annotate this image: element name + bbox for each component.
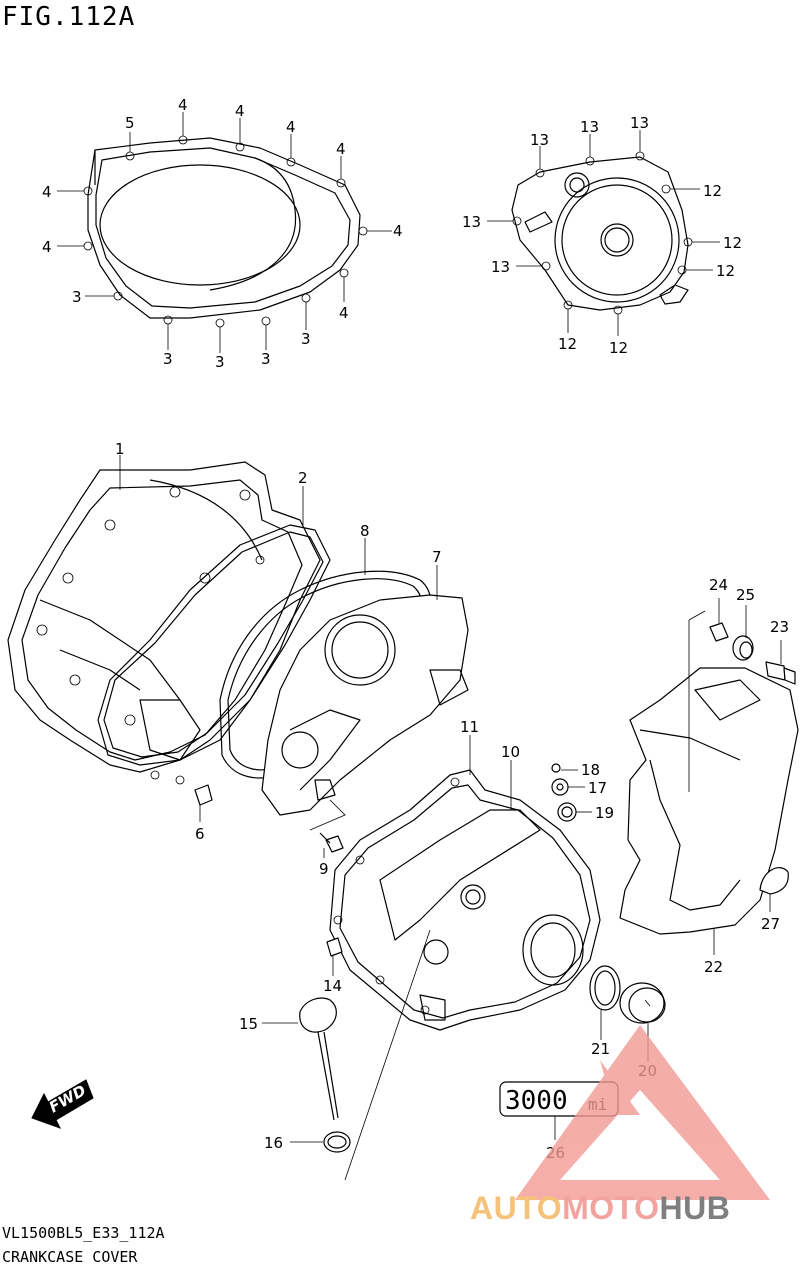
callout-5: 5 — [125, 114, 135, 132]
callout-3d: 3 — [261, 350, 271, 368]
part-20-plug — [619, 982, 666, 1062]
part-14-dowel — [326, 937, 343, 976]
callout-4g: 4 — [42, 183, 52, 201]
watermark-logo-icon — [515, 1025, 770, 1200]
callout-4f: 4 — [339, 304, 349, 322]
callout-2: 2 — [298, 469, 308, 487]
callout-12c: 12 — [716, 262, 735, 280]
callout-3a: 3 — [72, 288, 82, 306]
part-7-inner-panel — [261, 565, 469, 816]
part-16-o-ring — [290, 929, 431, 1181]
odometer-value: 3000 — [505, 1086, 568, 1116]
watermark-text: AUTOMOTOHUB — [470, 1190, 731, 1226]
part-9-bolt — [309, 799, 346, 858]
fwd-arrow-icon: FWD — [31, 1079, 94, 1129]
figure-name: CRANKCASE COVER — [2, 1248, 138, 1266]
callout-15: 15 — [239, 1015, 258, 1033]
callout-8: 8 — [360, 522, 370, 540]
callout-6: 6 — [195, 825, 205, 843]
part-27-cap — [759, 867, 789, 912]
callouts-top-right: 13 13 13 13 13 12 12 12 12 12 — [462, 114, 742, 357]
callout-4d: 4 — [336, 140, 346, 158]
callout-7: 7 — [432, 548, 442, 566]
callout-17: 17 — [588, 779, 607, 797]
callout-12d: 12 — [558, 335, 577, 353]
parts-17-19-fittings — [551, 763, 592, 822]
callout-19: 19 — [595, 804, 614, 822]
figure-title: FIG.112A — [2, 2, 136, 32]
callouts-top-left: 5 4 4 4 4 4 4 4 4 3 3 3 3 3 — [42, 96, 403, 371]
outer-clutch-cover — [57, 112, 392, 353]
callout-23: 23 — [770, 618, 789, 636]
callout-12e: 12 — [609, 339, 628, 357]
callout-9: 9 — [319, 860, 329, 878]
callout-10: 10 — [501, 743, 520, 761]
part-6-dowel — [194, 784, 213, 822]
part-23-bolt — [765, 640, 796, 685]
callout-13a: 13 — [530, 131, 549, 149]
part-2-gasket — [97, 486, 331, 766]
callout-4b: 4 — [235, 102, 245, 120]
callout-11: 11 — [460, 718, 479, 736]
callout-13e: 13 — [491, 258, 510, 276]
callout-16: 16 — [264, 1134, 283, 1152]
part-22-side-cover — [619, 610, 799, 955]
callout-22: 22 — [704, 958, 723, 976]
callout-21: 21 — [591, 1040, 610, 1058]
callout-3e: 3 — [301, 330, 311, 348]
part-15-oil-cap — [262, 997, 339, 1121]
part-24-grommet — [709, 598, 729, 642]
callout-18: 18 — [581, 761, 600, 779]
part-21-o-ring — [589, 965, 621, 1040]
callout-4h: 4 — [42, 238, 52, 256]
callout-13b: 13 — [580, 118, 599, 136]
callout-27: 27 — [761, 915, 780, 933]
callout-24: 24 — [709, 576, 728, 594]
callout-12b: 12 — [723, 234, 742, 252]
callout-13d: 13 — [462, 213, 481, 231]
callout-4c: 4 — [286, 118, 296, 136]
callout-14: 14 — [323, 977, 342, 995]
model-code: VL1500BL5_E33_112A — [2, 1224, 165, 1242]
callout-12a: 12 — [703, 182, 722, 200]
callout-3c: 3 — [215, 353, 225, 371]
part-11-crankcase-cover — [329, 735, 601, 1031]
callout-1: 1 — [115, 440, 125, 458]
callout-25: 25 — [736, 586, 755, 604]
callout-4a: 4 — [178, 96, 188, 114]
callout-4e: 4 — [393, 222, 403, 240]
callout-3b: 3 — [163, 350, 173, 368]
callout-13c: 13 — [630, 114, 649, 132]
part-1-inner-cover — [7, 455, 321, 785]
generator-cover — [487, 130, 720, 336]
part-25-bushing — [732, 605, 754, 661]
